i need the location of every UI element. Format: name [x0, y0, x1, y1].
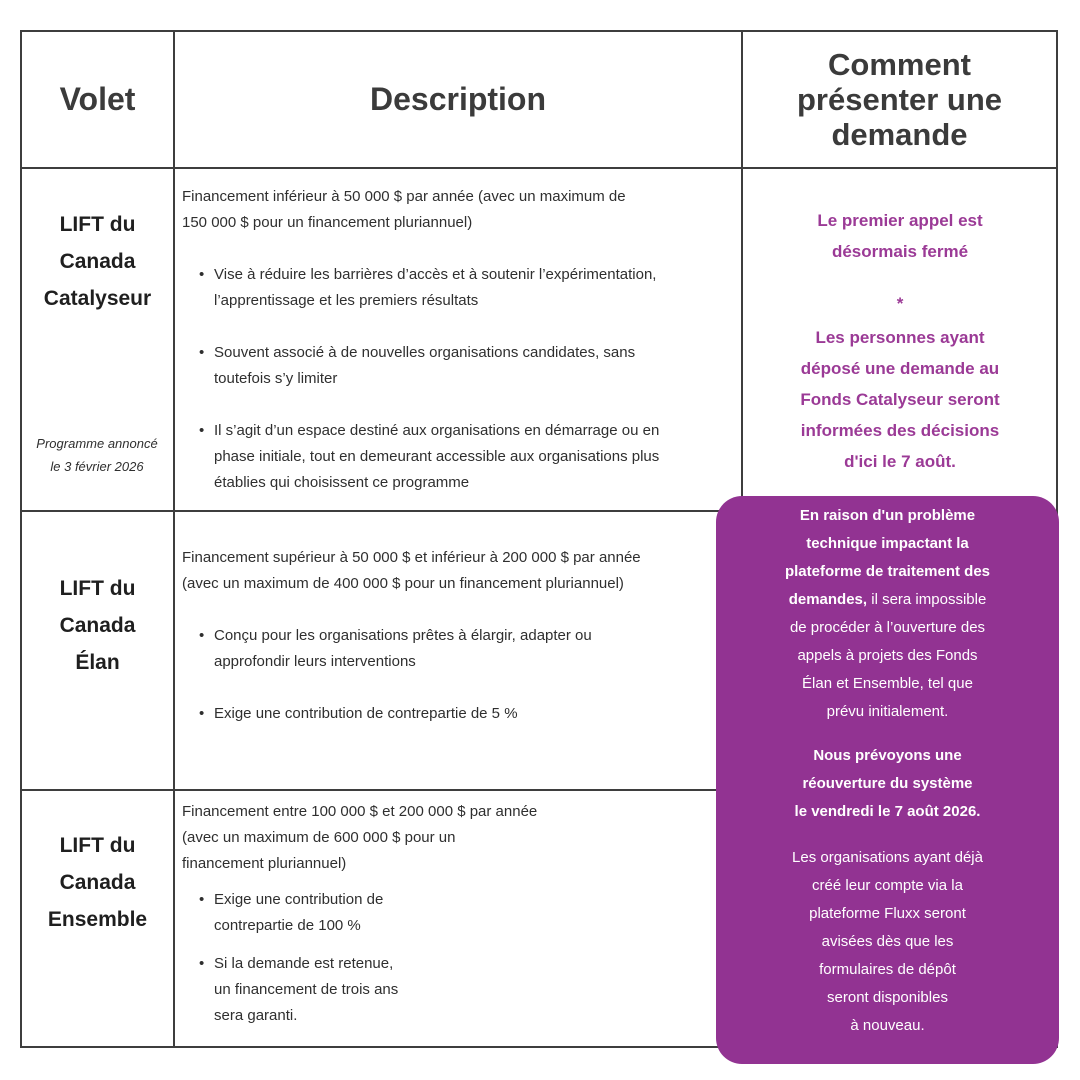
description-elan: Financement supérieur à 50 000 $ et infé…: [182, 545, 737, 727]
header-volet: Volet: [59, 81, 136, 118]
header-description: Description: [369, 81, 547, 118]
list-item: Si la demande est retenue, un financemen…: [199, 951, 722, 1029]
funding-intro: Financement inférieur à 50 000 $ par ann…: [182, 188, 626, 231]
volet-elan: LIFT du Canada Élan: [59, 577, 136, 674]
separator-asterisk: *: [896, 294, 904, 313]
header-how-to-apply: Comment présenter une demande: [796, 46, 1002, 152]
list-item: Conçu pour les organisations prêtes à él…: [199, 623, 737, 675]
notice-paragraph-problem: En raison d'un problème technique impact…: [784, 507, 991, 720]
row-divider: [20, 167, 1058, 169]
description-ensemble: Financement entre 100 000 $ et 200 000 $…: [182, 799, 722, 1029]
bullet-list: Exige une contribution de contrepartie d…: [182, 887, 722, 1029]
row-divider: [20, 510, 740, 512]
column-divider: [173, 30, 175, 1048]
list-item: Exige une contribution de contrepartie d…: [199, 887, 722, 939]
list-item: Vise à réduire les barrières d’accès et …: [199, 262, 737, 314]
bullet-list: Vise à réduire les barrières d’accès et …: [182, 262, 737, 496]
column-divider: [741, 30, 743, 530]
technical-issue-notice: En raison d'un problème technique impact…: [716, 496, 1059, 1064]
catalyseur-closed-status: Le premier appel est désormais fermé: [817, 211, 983, 261]
notice-paragraph-reopening: Nous prévoyons une réouverture du systèm…: [794, 747, 981, 820]
row-divider: [20, 789, 740, 791]
funding-intro: Financement entre 100 000 $ et 200 000 $…: [182, 803, 538, 872]
list-item: Exige une contribution de contrepartie d…: [199, 701, 737, 727]
description-catalyseur: Financement inférieur à 50 000 $ par ann…: [182, 184, 737, 496]
list-item: Souvent associé à de nouvelles organisat…: [199, 340, 737, 392]
funding-intro: Financement supérieur à 50 000 $ et infé…: [182, 549, 641, 592]
volet-ensemble: LIFT du Canada Ensemble: [47, 834, 148, 931]
catalyseur-decision-status: Les personnes ayant déposé une demande a…: [800, 328, 1000, 471]
bullet-list: Conçu pour les organisations prêtes à él…: [182, 623, 737, 727]
notice-paragraph-fluxx: Les organisations ayant déjà créé leur c…: [792, 849, 983, 1034]
announcement-note: Programme annoncé le 3 février 2026: [36, 436, 158, 474]
volet-catalyseur: LIFT du Canada Catalyseur: [43, 213, 152, 310]
list-item: Il s’agit d’un espace destiné aux organi…: [199, 418, 737, 496]
